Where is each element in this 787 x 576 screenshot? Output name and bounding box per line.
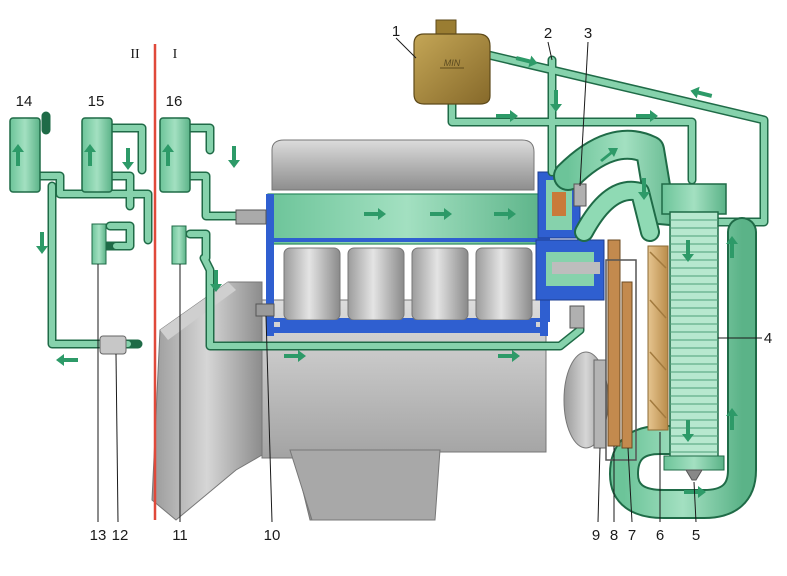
label-9: 9 [592, 527, 600, 544]
label-1: 1 [392, 23, 400, 40]
thermostat-housing [535, 171, 605, 301]
expansion-tank: MIN [413, 19, 491, 105]
radiator [661, 183, 727, 481]
label-3: 3 [584, 25, 592, 42]
label-7: 7 [628, 527, 636, 544]
heater-radiators [9, 117, 191, 355]
coolant-hoses [33, 39, 769, 519]
cylinders [280, 247, 536, 330]
heater-14 [9, 117, 41, 193]
pulleys [593, 239, 637, 461]
label-10: 10 [264, 527, 281, 544]
fan [647, 245, 669, 431]
label-8: 8 [610, 527, 618, 544]
label-11: 11 [172, 527, 188, 544]
section-label-ii: II [130, 47, 140, 62]
label-14: 14 [16, 93, 33, 110]
section-label-i: I [173, 47, 178, 62]
callout-labels: 1 2 3 4 5 6 7 8 9 10 11 12 13 14 15 16 I… [16, 23, 773, 544]
heater-16 [159, 117, 191, 193]
label-5: 5 [692, 527, 700, 544]
label-4: 4 [764, 330, 772, 347]
label-6: 6 [656, 527, 664, 544]
heater-15 [81, 117, 113, 193]
valve-13 [91, 223, 107, 265]
label-16: 16 [166, 93, 183, 110]
label-15: 15 [88, 93, 105, 110]
label-13: 13 [90, 527, 107, 544]
valve-11 [171, 225, 187, 265]
label-12: 12 [112, 527, 129, 544]
leader-lines [97, 37, 762, 523]
pump-12 [99, 335, 127, 355]
tank-min-mark: MIN [444, 58, 461, 68]
label-2: 2 [544, 25, 552, 42]
fittings [235, 183, 587, 329]
